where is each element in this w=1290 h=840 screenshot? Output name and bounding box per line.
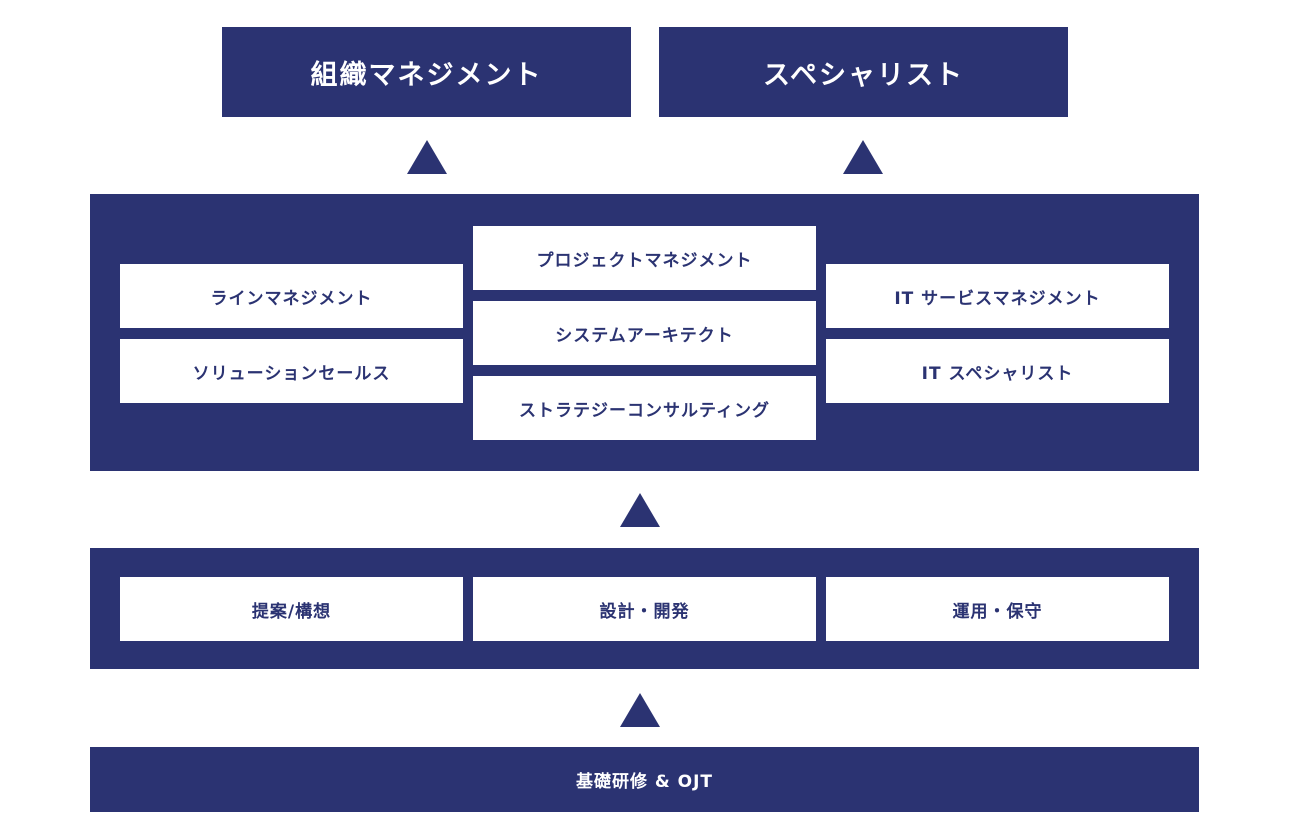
arrow-up-icon: [620, 493, 660, 527]
track-project-management: プロジェクトマネジメント: [473, 226, 816, 290]
phase-operation-maintenance: 運用・保守: [826, 577, 1169, 641]
goal-specialist: スペシャリスト: [659, 27, 1068, 117]
track-line-management: ラインマネジメント: [120, 264, 463, 328]
phase-design-development: 設計・開発: [473, 577, 816, 641]
arrow-up-icon: [407, 140, 447, 174]
track-solution-sales: ソリューションセールス: [120, 339, 463, 403]
goal-organization-management: 組織マネジメント: [222, 27, 631, 117]
track-strategy-consulting: ストラテジーコンサルティング: [473, 376, 816, 440]
arrow-up-icon: [620, 693, 660, 727]
track-it-specialist: IT スペシャリスト: [826, 339, 1169, 403]
track-it-service-management: IT サービスマネジメント: [826, 264, 1169, 328]
phase-proposal: 提案/構想: [120, 577, 463, 641]
track-system-architect: システムアーキテクト: [473, 301, 816, 365]
arrow-up-icon: [843, 140, 883, 174]
foundation-training: 基礎研修 & OJT: [90, 747, 1199, 812]
